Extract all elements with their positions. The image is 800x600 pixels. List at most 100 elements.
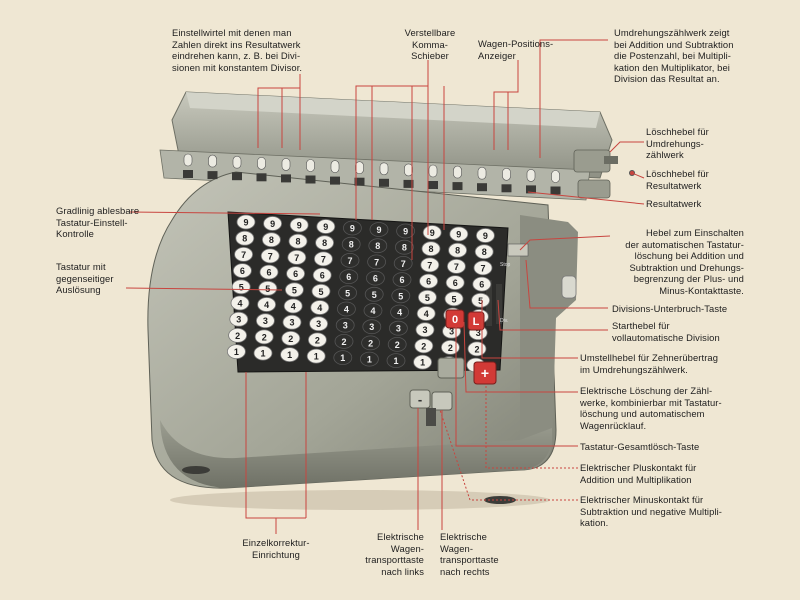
digit-key[interactable]: 2 [414,338,434,354]
digit-key[interactable]: 7 [340,252,360,268]
digit-key[interactable]: 3 [335,317,355,333]
digit-key[interactable]: 2 [281,330,301,346]
carriage-dial[interactable] [502,168,511,181]
digit-key[interactable]: 3 [415,322,435,338]
digit-key[interactable]: 2 [307,332,327,348]
digit-key[interactable]: 5 [338,285,358,301]
digit-key[interactable]: 3 [309,316,329,332]
digit-key[interactable]: 7 [234,246,254,262]
digit-key[interactable]: 3 [362,319,382,335]
digit-key[interactable]: 1 [359,351,379,367]
digit-key[interactable]: 7 [473,260,493,276]
digit-key[interactable]: 4 [363,303,383,318]
digit-key[interactable]: 6 [365,270,385,286]
digit-key[interactable]: 6 [312,267,332,283]
digit-key[interactable]: 4 [336,301,356,317]
digit-key[interactable]: 2 [254,329,274,345]
digit-key[interactable]: 2 [387,336,407,352]
digit-key[interactable]: 8 [368,238,388,254]
digit-key[interactable]: 1 [333,350,353,366]
digit-key[interactable]: 1 [280,347,300,363]
digit-key[interactable]: 8 [315,235,335,251]
digit-key[interactable]: 9 [263,216,283,231]
digit-key[interactable]: 8 [448,242,468,258]
zero-key[interactable]: 0 [445,309,465,329]
digit-key[interactable]: 1 [413,354,433,370]
digit-key[interactable]: 3 [282,314,302,330]
digit-key[interactable]: 9 [369,222,389,237]
digit-key[interactable]: 4 [283,298,303,314]
digit-key[interactable]: 2 [467,341,487,357]
carriage-dial[interactable] [453,165,462,179]
digit-key[interactable]: 5 [417,289,437,305]
digit-key[interactable]: 5 [471,292,491,308]
digit-key[interactable]: 2 [361,335,381,351]
digit-key[interactable]: 8 [474,244,494,260]
carriage-dial[interactable] [257,157,266,170]
digit-key[interactable]: 4 [257,297,277,312]
digit-key[interactable]: 9 [422,225,442,240]
digit-key[interactable]: 2 [334,333,354,349]
digit-key[interactable]: 4 [390,304,410,320]
digit-key[interactable]: 6 [392,272,412,288]
carriage-dial[interactable] [404,163,413,177]
digit-key[interactable]: 8 [421,241,441,257]
carriage-dial[interactable] [281,158,291,171]
carriage-dial[interactable] [379,162,389,176]
digit-key[interactable]: 1 [306,348,326,364]
carriage-dial[interactable] [208,154,217,168]
minus-key[interactable]: - [409,389,453,411]
digit-key[interactable]: 5 [391,288,411,304]
l-key[interactable]: L [467,311,485,331]
carriage-dial[interactable] [183,153,193,167]
digit-key[interactable]: 8 [261,232,281,248]
digit-key[interactable]: 7 [313,251,333,267]
plus-key[interactable]: + [473,361,497,385]
digit-key[interactable]: 6 [232,263,252,279]
carriage-dial[interactable] [526,169,536,182]
digit-key[interactable]: 7 [420,257,440,273]
digit-key[interactable]: 6 [472,276,492,292]
digit-key[interactable]: 9 [316,219,336,234]
digit-key[interactable]: 9 [449,226,469,242]
digit-key[interactable]: 9 [289,217,309,233]
digit-key[interactable]: 9 [396,223,416,239]
digit-key[interactable]: 3 [255,313,275,329]
carriage-dial[interactable] [477,166,487,180]
digit-key[interactable]: 3 [388,320,408,336]
digit-key[interactable]: 1 [253,345,273,361]
digit-key[interactable]: 6 [445,275,465,291]
digit-key[interactable]: 4 [310,300,330,315]
digit-key[interactable]: 8 [394,239,414,255]
digit-key[interactable]: 8 [288,233,308,249]
carriage-dial[interactable] [306,159,315,172]
digit-key[interactable]: 7 [393,255,413,271]
digit-key[interactable]: 5 [258,280,278,296]
digit-key[interactable]: 6 [419,273,439,289]
carriage-dial[interactable] [355,161,364,174]
digit-key[interactable]: 2 [228,327,248,343]
carriage-dial[interactable] [330,160,340,173]
digit-key[interactable]: 3 [229,311,249,327]
digit-key[interactable]: 7 [367,254,387,270]
digit-key[interactable]: 5 [284,282,304,298]
digit-key[interactable]: 5 [311,283,331,299]
carriage-dial[interactable] [428,164,438,178]
digit-key[interactable]: 9 [236,214,256,230]
carriage-dial[interactable] [551,170,560,183]
digit-key[interactable]: 9 [475,228,495,243]
digit-key[interactable]: 6 [339,269,359,285]
digit-key[interactable]: 9 [342,220,362,236]
digit-key[interactable]: 7 [446,258,466,274]
digit-key[interactable]: 4 [416,306,436,321]
digit-key[interactable]: 7 [287,249,307,265]
digit-key[interactable]: 8 [235,230,255,246]
digit-key[interactable]: 5 [364,286,384,302]
digit-key[interactable]: 1 [386,353,406,369]
digit-key[interactable]: 1 [226,344,246,360]
digit-key[interactable]: 8 [341,236,361,252]
digit-key[interactable]: 4 [230,295,250,311]
carriage-dial[interactable] [232,155,242,169]
digit-key[interactable]: 6 [259,264,279,280]
digit-key[interactable]: 7 [260,248,280,264]
